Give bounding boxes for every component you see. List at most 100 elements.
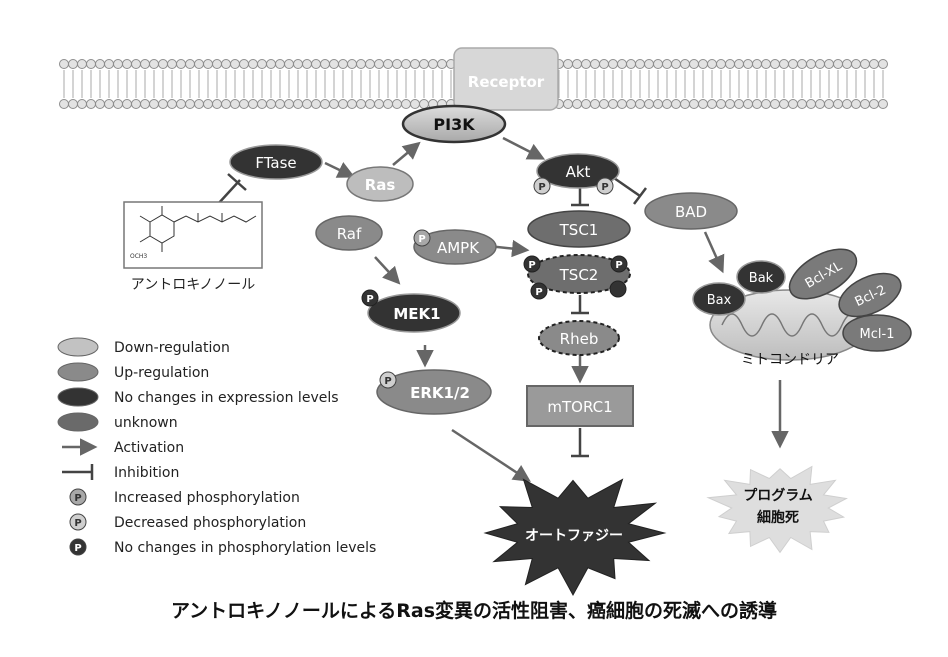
- node-tsc1: TSC1: [527, 210, 631, 248]
- legend-label: No changes in phosphorylation levels: [114, 540, 376, 556]
- node-ras-label: Ras: [365, 176, 396, 194]
- node-mcl-1: Mcl-1: [842, 314, 912, 352]
- node-rheb-label: Rheb: [560, 330, 599, 348]
- legend-label: Down-regulation: [114, 340, 230, 356]
- node-erk: ERK1/2: [376, 369, 492, 415]
- legend-swatch: [57, 337, 99, 357]
- legend-item: Inhibition: [62, 464, 179, 481]
- phospho-tsc2-left-bottom: P: [530, 282, 548, 300]
- legend-phospho-symbol: [69, 513, 87, 531]
- node-bad-label: BAD: [675, 203, 707, 221]
- node-mcl-1-label: Mcl-1: [860, 327, 895, 342]
- legend-swatch: [57, 412, 99, 432]
- node-ampk: AMPK: [413, 229, 497, 265]
- node-tsc2: TSC2: [527, 254, 631, 294]
- node-ras: Ras: [346, 166, 414, 202]
- legend-item: No changes in expression levels: [57, 387, 339, 407]
- legend-label: unknown: [114, 415, 178, 431]
- node-ftase-label: FTase: [255, 154, 296, 172]
- node-ampk-label: AMPK: [437, 239, 480, 257]
- node-mtorc1-label: mTORC1: [547, 398, 612, 416]
- legend-swatch: [57, 362, 99, 382]
- figure-caption: アントロキノノールによるRas変異の活性阻害、癌細胞の死滅への誘導: [170, 600, 778, 622]
- legend-item: P Increased phosphorylation: [69, 488, 300, 506]
- node-bak-label: Bak: [749, 271, 774, 286]
- legend-item: Up-regulation: [57, 362, 209, 382]
- phospho-akt-right-label: P: [601, 182, 608, 193]
- phospho-erk-label: P: [384, 376, 391, 387]
- node-bax: Bax: [692, 282, 746, 316]
- phospho-ampk: P: [413, 229, 431, 247]
- inhibition-connectors: [217, 173, 647, 458]
- node-bak: Bak: [736, 260, 786, 294]
- legend-label: Activation: [114, 440, 184, 456]
- raf-to-mek1-arrow: [374, 256, 401, 285]
- ras-to-pi3k-arrow: [392, 141, 421, 166]
- node-mtorc1: mTORC1: [526, 385, 634, 427]
- akt-inhibits-tsc1: [571, 188, 589, 207]
- legend-item: Activation: [62, 438, 184, 456]
- phospho-akt-left-label: P: [538, 182, 545, 193]
- phospho-akt-left: P: [533, 177, 551, 195]
- node-erk-label: ERK1/2: [410, 384, 470, 402]
- bad-to-bax-arrow: [703, 231, 725, 274]
- apoptosis-label-line2: 細胞死: [757, 509, 799, 526]
- phospho-markers: P P P P P P P P: [361, 177, 628, 389]
- phospho-tsc2-left-top-label: P: [528, 260, 535, 271]
- node-raf-label: Raf: [337, 225, 362, 243]
- phospho-erk: P: [379, 371, 397, 389]
- compound-inhibits-ftase: [217, 173, 247, 205]
- phospho-tsc2-right-bottom: [609, 280, 627, 298]
- pathway-connectors: [324, 136, 789, 482]
- legend-label: Inhibition: [114, 465, 179, 481]
- legend-label: No changes in expression levels: [114, 390, 339, 406]
- phospho-mek1-label: P: [366, 294, 373, 305]
- node-bax-label: Bax: [707, 293, 732, 308]
- legend-inhibition-symbol: [62, 464, 94, 480]
- apoptosis-label-line1: プログラム: [743, 487, 813, 504]
- node-akt-label: Akt: [566, 163, 591, 181]
- node-tsc2-label: TSC2: [559, 266, 599, 284]
- node-bad: BAD: [644, 192, 738, 230]
- node-tsc1-label: TSC1: [559, 221, 599, 239]
- pi3k-to-akt-arrow: [502, 136, 546, 160]
- tsc2-inhibits-rheb: [571, 295, 589, 315]
- phospho-tsc2-right-top: P: [610, 255, 628, 273]
- legend-phospho-symbol: [69, 538, 87, 556]
- phospho-ampk-label: P: [418, 234, 425, 245]
- legend-item: unknown: [57, 412, 178, 432]
- node-pi3k: PI3K: [401, 104, 507, 144]
- compound-label: アントロキノノール: [131, 277, 255, 293]
- legend-phospho-letter: P: [74, 518, 81, 529]
- phospho-tsc2-right-top-label: P: [615, 260, 622, 271]
- node-akt: Akt: [536, 153, 620, 189]
- legend-label: Up-regulation: [114, 365, 209, 381]
- legend-item: Down-regulation: [57, 337, 230, 357]
- node-pi3k-label: PI3K: [433, 115, 475, 134]
- legend-label: Decreased phosphorylation: [114, 515, 306, 531]
- erk-to-autophagy-arrow: [451, 428, 531, 482]
- node-ftase: FTase: [229, 144, 323, 180]
- phospho-tsc2-left-top: P: [523, 255, 541, 273]
- mtorc1-inhibits-autophagy: [571, 428, 589, 458]
- legend-swatch: [57, 387, 99, 407]
- legend-label: Increased phosphorylation: [114, 490, 300, 506]
- node-raf: Raf: [315, 215, 383, 251]
- node-rheb: Rheb: [538, 320, 620, 356]
- node-mek1-label: MEK1: [393, 305, 440, 323]
- phospho-tsc2-left-bottom-label: P: [535, 287, 542, 298]
- node-bcl-2: Bcl-2: [838, 272, 902, 318]
- node-mek1: MEK1: [367, 293, 461, 333]
- svg-text:OCH3: OCH3: [130, 253, 147, 260]
- apoptosis-burst: プログラム 細胞死: [706, 465, 848, 554]
- node-bcl-xl: Bcl-XL: [788, 248, 858, 300]
- ftase-to-ras-arrow: [324, 161, 356, 178]
- autophagy-label: オートファジー: [525, 528, 623, 544]
- akt-inhibits-bad: [613, 176, 647, 205]
- legend-phospho-symbol: [69, 488, 87, 506]
- phospho-akt-right: P: [596, 177, 614, 195]
- autophagy-burst: オートファジー: [483, 478, 667, 596]
- legend-phospho-letter: P: [74, 493, 81, 504]
